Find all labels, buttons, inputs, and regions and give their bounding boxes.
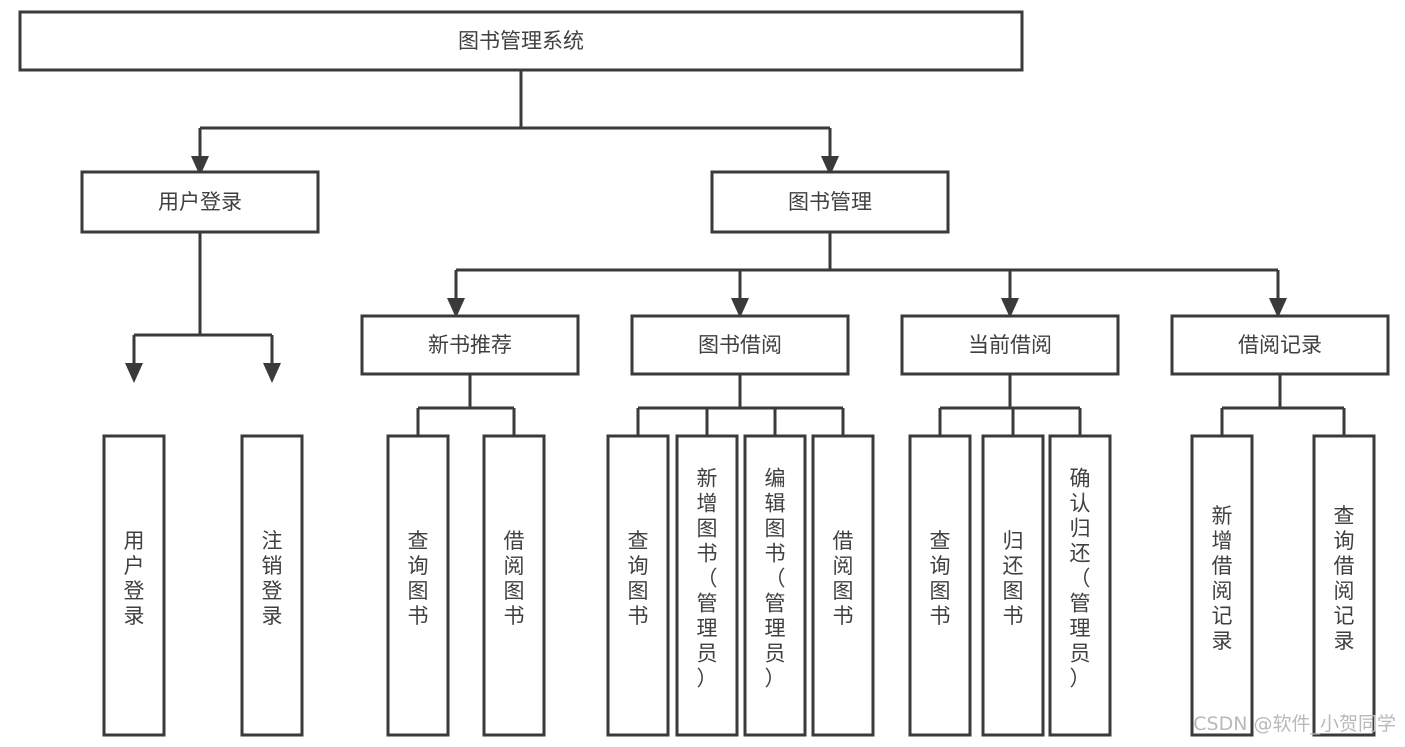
node-leaf-add-book-label: 新增图书（管理员） (697, 467, 718, 691)
node-leaf-logout[interactable]: 注销登录 (240, 434, 304, 737)
node-root-system[interactable]: 图书管理系统 (18, 10, 1024, 72)
node-current-borrow-label: 当前借阅 (968, 333, 1052, 357)
node-user-login-box[interactable] (80, 170, 320, 234)
node-new-book-recommend-label: 新书推荐 (428, 333, 512, 357)
node-leaf-add-record-label: 新增借阅记录 (1212, 504, 1233, 653)
node-book-manage[interactable]: 图书管理 (710, 170, 950, 234)
node-leaf-query-record-label: 查询借阅记录 (1334, 504, 1355, 653)
node-book-borrow-label: 图书借阅 (698, 333, 782, 357)
node-leaf-borrow-book-2[interactable]: 借阅图书 (811, 434, 875, 737)
manage-arrow-icon-0 (447, 298, 465, 318)
node-leaf-return-book[interactable]: 归还图书 (981, 434, 1045, 737)
manage-arrow-icon-3 (1269, 298, 1287, 318)
manage-arrow-icon-1 (731, 298, 749, 318)
node-leaf-add-record[interactable]: 新增借阅记录 (1190, 434, 1254, 737)
node-leaf-add-record-box[interactable] (1190, 434, 1254, 737)
node-root-system-label: 图书管理系统 (458, 29, 584, 53)
node-leaf-return-book-box[interactable] (981, 434, 1045, 737)
nodes-layer: 图书管理系统用户登录图书管理新书推荐图书借阅当前借阅借阅记录用户登录注销登录查询… (18, 10, 1390, 737)
node-borrow-record[interactable]: 借阅记录 (1170, 314, 1390, 376)
node-user-login-label: 用户登录 (158, 190, 242, 214)
csdn-watermark: CSDN @软件_小贺同学 (1193, 713, 1396, 735)
node-leaf-borrow-book-2-box[interactable] (811, 434, 875, 737)
node-leaf-add-book[interactable]: 新增图书（管理员） (675, 434, 739, 737)
node-leaf-user-login-label: 用户登录 (124, 529, 145, 628)
node-leaf-borrow-book-1[interactable]: 借阅图书 (482, 434, 546, 737)
node-leaf-edit-book-label: 编辑图书（管理员） (765, 467, 786, 691)
node-borrow-record-box[interactable] (1170, 314, 1390, 376)
node-current-borrow[interactable]: 当前借阅 (900, 314, 1120, 376)
node-book-manage-label: 图书管理 (788, 190, 872, 214)
node-leaf-confirm-return[interactable]: 确认归还（管理员） (1048, 434, 1112, 737)
node-leaf-borrow-book-2-label: 借阅图书 (833, 529, 854, 628)
node-leaf-query-book-1[interactable]: 查询图书 (386, 434, 450, 737)
manage-arrow-icon-2 (1001, 298, 1019, 318)
login-arrow-icon-1 (263, 363, 281, 383)
node-leaf-query-book-3-label: 查询图书 (930, 529, 951, 628)
root-arrow-icon-1 (821, 156, 839, 176)
node-book-borrow[interactable]: 图书借阅 (630, 314, 850, 376)
node-leaf-borrow-book-1-box[interactable] (482, 434, 546, 737)
node-leaf-return-book-label: 归还图书 (1003, 529, 1024, 628)
connectors-layer (125, 70, 1353, 456)
node-leaf-query-record[interactable]: 查询借阅记录 (1312, 434, 1376, 737)
node-leaf-query-book-3[interactable]: 查询图书 (908, 434, 972, 737)
node-book-borrow-box[interactable] (630, 314, 850, 376)
node-new-book-recommend-box[interactable] (360, 314, 580, 376)
node-leaf-query-book-2-label: 查询图书 (628, 529, 649, 628)
root-arrow-icon-0 (191, 156, 209, 176)
node-borrow-record-label: 借阅记录 (1238, 333, 1322, 357)
node-leaf-add-book-box[interactable] (675, 434, 739, 737)
node-leaf-query-record-box[interactable] (1312, 434, 1376, 737)
node-leaf-user-login-box[interactable] (102, 434, 166, 737)
node-leaf-query-book-1-label: 查询图书 (408, 529, 429, 628)
node-leaf-confirm-return-label: 确认归还（管理员） (1070, 467, 1091, 691)
node-new-book-recommend[interactable]: 新书推荐 (360, 314, 580, 376)
node-leaf-user-login[interactable]: 用户登录 (102, 434, 166, 737)
node-leaf-confirm-return-box[interactable] (1048, 434, 1112, 737)
node-leaf-query-book-2[interactable]: 查询图书 (606, 434, 670, 737)
node-root-system-box[interactable] (18, 10, 1024, 72)
node-leaf-logout-box[interactable] (240, 434, 304, 737)
node-book-manage-box[interactable] (710, 170, 950, 234)
node-user-login[interactable]: 用户登录 (80, 170, 320, 234)
node-leaf-query-book-3-box[interactable] (908, 434, 972, 737)
node-leaf-edit-book-box[interactable] (743, 434, 807, 737)
node-leaf-edit-book[interactable]: 编辑图书（管理员） (743, 434, 807, 737)
node-current-borrow-box[interactable] (900, 314, 1120, 376)
node-leaf-query-book-1-box[interactable] (386, 434, 450, 737)
node-leaf-query-book-2-box[interactable] (606, 434, 670, 737)
node-leaf-borrow-book-1-label: 借阅图书 (504, 529, 525, 628)
node-leaf-logout-label: 注销登录 (262, 529, 283, 628)
login-arrow-icon-0 (125, 363, 143, 383)
